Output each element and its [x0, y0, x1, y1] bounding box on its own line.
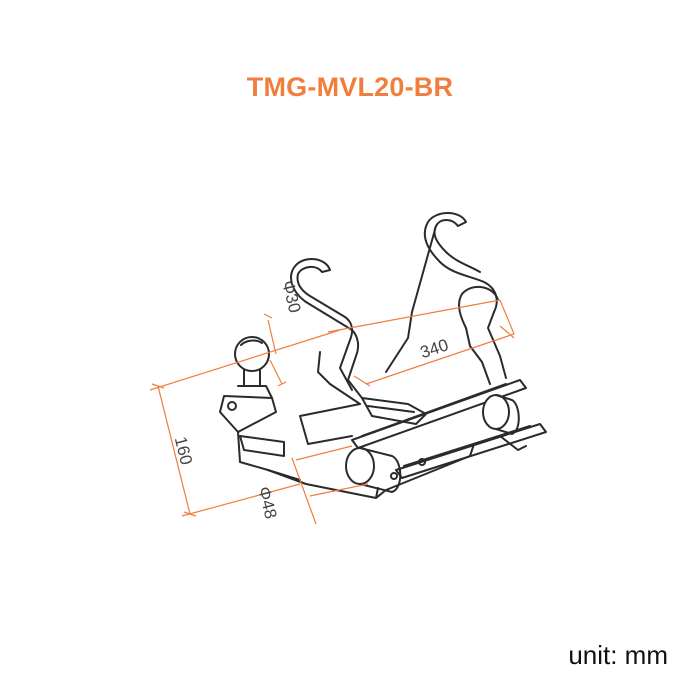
- ball-mount: [219, 336, 301, 481]
- page-title: TMG-MVL20-BR: [246, 72, 454, 102]
- bottom-plate: [267, 443, 475, 499]
- dimension-height-label: 160: [171, 435, 196, 467]
- bracket-part: [219, 212, 547, 499]
- left-arm-lower: [317, 351, 361, 405]
- dimension-tube-top-label: Φ30: [278, 279, 304, 315]
- front-tube: [345, 447, 402, 493]
- clamp-block: [361, 397, 427, 425]
- bolt-hole: [390, 472, 398, 480]
- right-hook-arm: [385, 212, 507, 379]
- left-hook-arm: [290, 258, 363, 399]
- unit-label: unit: mm: [568, 640, 668, 670]
- dimension-phi30: Φ30: [263, 279, 304, 387]
- back-tube: [482, 394, 527, 451]
- bolt-hole: [418, 458, 426, 466]
- right-inner-hook: [458, 285, 499, 385]
- dimension-width-label: 340: [418, 335, 451, 362]
- upper-rail: [351, 379, 527, 449]
- connector-lines: [299, 403, 361, 445]
